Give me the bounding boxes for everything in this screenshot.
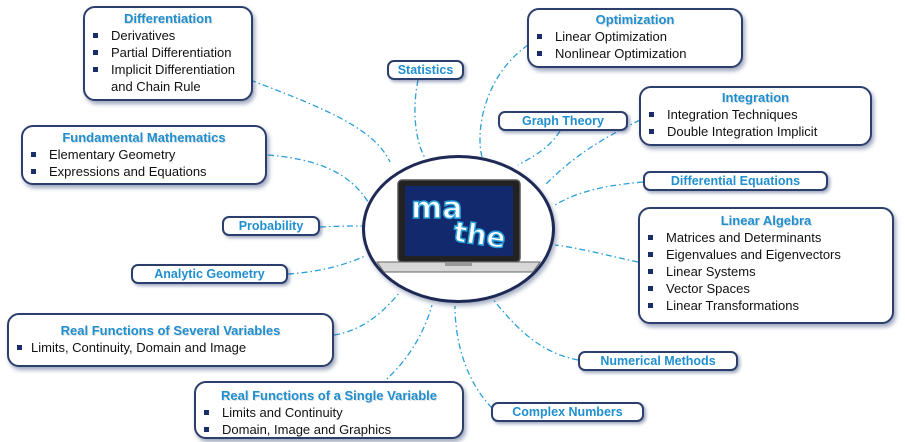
topic-numerical-methods: Numerical Methods bbox=[578, 351, 738, 371]
topic-item: Vector Spaces bbox=[640, 280, 892, 297]
topic-item: Linear Transformations bbox=[640, 297, 892, 314]
connector-linear-algebra bbox=[554, 244, 639, 263]
central-hub: ma the bbox=[362, 155, 555, 303]
topic-item: Implicit Differentiation and Chain Rule bbox=[85, 61, 237, 95]
topic-item: Linear Systems bbox=[640, 263, 892, 280]
topic-fundamental-mathematics: Fundamental Mathematics Elementary Geome… bbox=[21, 125, 267, 185]
topic-complex-numbers: Complex Numbers bbox=[491, 402, 644, 422]
connector-numerical-methods bbox=[491, 297, 579, 361]
topic-optimization: Optimization Linear Optimization Nonline… bbox=[527, 8, 743, 68]
topic-integration: Integration Integration Techniques Doubl… bbox=[639, 86, 872, 146]
connector-differential-equations bbox=[554, 181, 644, 206]
topic-differentiation: Differentiation Derivatives Partial Diff… bbox=[83, 6, 253, 101]
topic-item: Matrices and Determinants bbox=[640, 229, 892, 246]
connector-analytic-geometry bbox=[287, 255, 366, 275]
topic-item: Limits and Continuity bbox=[196, 404, 462, 421]
laptop-icon: ma the bbox=[376, 179, 541, 273]
topic-title: Real Functions of Several Variables bbox=[60, 323, 281, 338]
connector-real-functions-several bbox=[333, 291, 401, 336]
topic-item: Derivatives bbox=[85, 27, 251, 44]
connector-graph-theory bbox=[517, 130, 561, 166]
connector-statistics bbox=[414, 79, 426, 159]
topic-real-functions-single: Real Functions of a Single Variable Limi… bbox=[194, 381, 464, 439]
topic-title: Integration bbox=[721, 90, 790, 105]
topic-item: Nonlinear Optimization bbox=[529, 45, 741, 62]
connector-probability bbox=[319, 225, 363, 228]
topic-graph-theory: Graph Theory bbox=[498, 111, 628, 131]
topic-item: Limits, Continuity, Domain and Image bbox=[9, 339, 332, 356]
topic-item: Elementary Geometry bbox=[23, 146, 265, 163]
topic-real-functions-several: Real Functions of Several Variables Limi… bbox=[7, 313, 334, 367]
topic-title: Optimization bbox=[595, 12, 675, 27]
topic-statistics: Statistics bbox=[387, 60, 464, 80]
topic-probability: Probability bbox=[222, 216, 320, 236]
topic-differential-equations: Differential Equations bbox=[643, 171, 828, 191]
connector-complex-numbers bbox=[454, 305, 493, 409]
topic-item: Domain, Image and Graphics bbox=[196, 421, 462, 438]
connector-optimization bbox=[479, 44, 529, 158]
topic-title: Linear Algebra bbox=[720, 213, 812, 228]
topic-item: Partial Differentiation bbox=[85, 44, 251, 61]
connector-integration bbox=[544, 119, 641, 186]
topic-title: Real Functions of a Single Variable bbox=[221, 388, 437, 403]
topic-title: Differentiation bbox=[123, 11, 213, 26]
connector-fundamental-mathematics bbox=[267, 154, 371, 206]
mathe-logo-bottom: the bbox=[451, 215, 507, 255]
topic-analytic-geometry: Analytic Geometry bbox=[131, 264, 288, 284]
mathe-logo-top: ma bbox=[411, 191, 463, 226]
topic-linear-algebra: Linear Algebra Matrices and Determinants… bbox=[638, 207, 894, 324]
topic-item: Expressions and Equations bbox=[23, 163, 265, 180]
connector-real-functions-single bbox=[379, 304, 433, 386]
topic-item: Integration Techniques bbox=[641, 106, 870, 123]
topic-title: Fundamental Mathematics bbox=[62, 130, 226, 145]
connector-differentiation bbox=[249, 79, 391, 163]
topic-item: Double Integration Implicit bbox=[641, 123, 870, 140]
topic-item: Eigenvalues and Eigenvectors bbox=[640, 246, 892, 263]
topic-item: Linear Optimization bbox=[529, 28, 741, 45]
